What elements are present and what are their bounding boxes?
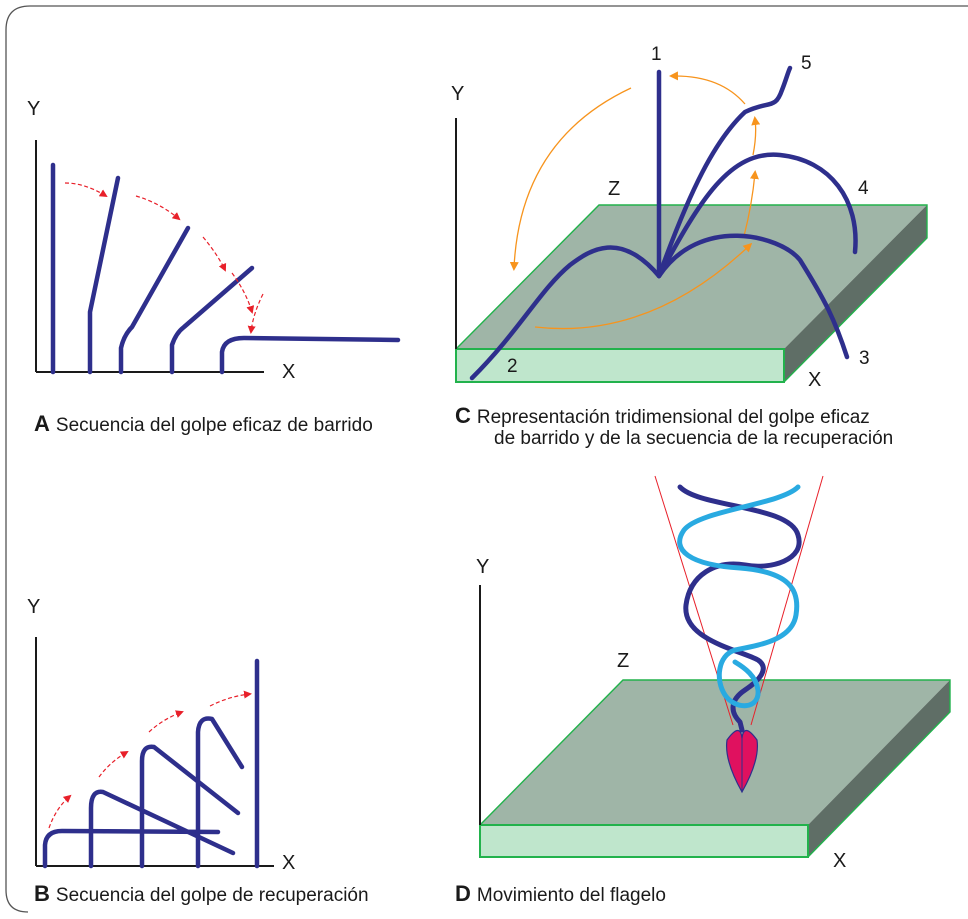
panel-c-caption-line-1: Representación tridimensional del golpe … [476,407,870,428]
panel-c-position-5: 5 [801,53,812,74]
panel-a-caption-text: Secuencia del golpe eficaz de barrido [55,415,373,436]
panel-a-arrows [64,182,264,334]
panel-b-y-axis-label: Y [27,596,41,618]
panel-c-position-2: 2 [507,356,518,377]
panel-a-arrow-5 [247,293,264,334]
panel-c-letter: C [455,403,471,428]
panel-c-cilium-4 [656,152,858,279]
panel-b-cilium-1 [42,828,221,869]
panel-b-axes [35,637,274,867]
figure-frame [5,5,968,913]
panel-b-arrow-4 [209,690,252,707]
panel-c-arrow-4-5 [751,116,761,156]
panel-d-letter: D [455,881,471,906]
panel-c-plane-front [455,348,785,383]
panel-c-cilium-2 [469,245,662,381]
panel-c-position-1: 1 [651,44,662,65]
panel-c-arrow-5-1 [669,71,746,105]
panel-a-arrow-1 [64,182,108,198]
panel-b-arrow-3 [148,710,184,733]
panel-a-arrow-2 [135,195,181,221]
panel-b-cilia [42,658,260,869]
panel-d-plane-top [480,680,950,825]
panel-b-letter: B [34,881,50,906]
panel-c-arrow-up-left [509,87,632,271]
panel-a [35,140,401,375]
panel-a-x-axis-label: X [282,361,296,383]
panel-c-caption-2: de barrido y de la secuencia de la recup… [494,428,893,450]
panel-c-plane [455,204,928,383]
panel-d-cell [725,729,759,794]
panel-a-arrow-3 [202,236,227,272]
panel-d-flagellum [677,484,802,733]
panel-d-flagellum-light [677,484,801,709]
panel-d-flagellum-dark [677,484,802,733]
panel-d-z-axis-label: Z [617,650,630,672]
panel-a-y-axis-label: Y [27,98,41,120]
panel-c-arrows [509,71,761,330]
panel-c-position-3: 3 [859,348,870,369]
panel-c-x-axis-label: X [808,369,822,391]
panel-a-cilium-5 [219,335,401,375]
panel-b-arrow-1 [48,794,72,829]
panel-b-arrow-2 [98,750,129,778]
panel-a-arrow-4 [231,272,255,314]
panel-c-arrow-3-4 [743,170,759,237]
panel-c-plane-top [456,205,927,349]
panel-b-cilium-3 [139,744,241,869]
panel-c-caption-line-2: de barrido y de la secuencia de la recup… [494,428,894,449]
panel-d-y-axis-label: Y [476,556,490,578]
panel-c-cilium-5 [656,65,793,279]
panel-d-caption-text: Movimiento del flagelo [476,885,666,906]
panel-a-cilium-2 [87,175,121,375]
panel-c-plane-side [784,205,927,382]
panel-c-position-4: 4 [858,178,869,199]
panel-c-y-axis-label: Y [451,83,465,105]
panel-d-plane [479,679,951,858]
panel-d-plane-side [808,680,950,857]
panel-a-cilium-4 [169,265,255,375]
panel-c-cilium-3 [656,233,850,360]
panel-a-cilia [50,162,401,375]
panel-b-caption-text: Secuencia del golpe de recuperación [55,885,369,906]
panel-a-cilium-3 [118,225,191,375]
panel-b-arrows [48,690,252,829]
panel-c [455,65,928,383]
panel-c-z-axis-label: Z [608,178,621,200]
panel-b-cilium-2 [88,789,236,869]
panel-b [35,637,274,869]
panel-c-cilia [469,65,858,381]
panel-d-x-axis-label: X [833,850,847,872]
panel-c-arrow-under [534,242,753,330]
panel-d-plane-front [479,824,809,858]
panel-d [479,475,951,858]
panel-b-cilium-4 [195,716,245,869]
panel-a-axes [35,140,264,373]
panel-b-x-axis-label: X [282,852,296,874]
panel-a-letter: A [34,411,50,436]
